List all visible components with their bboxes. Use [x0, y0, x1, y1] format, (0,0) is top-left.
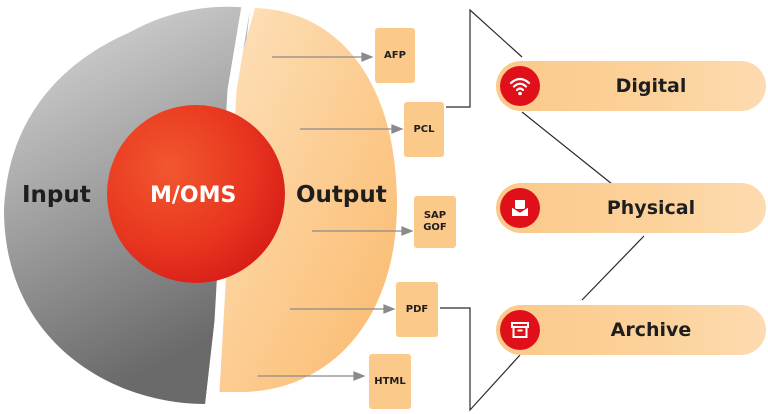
input-label: Input [22, 182, 91, 208]
channel-physical: Physical [496, 183, 766, 233]
connector-lines [440, 8, 645, 412]
envelope-icon [500, 188, 540, 228]
output-label: Output [296, 182, 387, 208]
archive-box-icon [500, 310, 540, 350]
format-html: HTML [369, 354, 411, 409]
format-pdf: PDF [396, 282, 438, 337]
format-afp: AFP [375, 28, 415, 83]
channel-physical-label: Physical [606, 197, 696, 219]
channel-digital: Digital [496, 61, 766, 111]
center-label: M/OMS [150, 183, 237, 208]
center-circle [107, 105, 285, 283]
format-sap-gof: SAP GOF [414, 196, 456, 248]
format-arrows [258, 52, 414, 381]
channel-archive-label: Archive [610, 319, 692, 341]
channel-archive: Archive [496, 305, 766, 355]
channel-digital-label: Digital [615, 75, 687, 97]
divider-line [210, 5, 251, 393]
output-half [215, 8, 398, 392]
format-pcl: PCL [404, 102, 444, 157]
wifi-icon [500, 66, 540, 106]
